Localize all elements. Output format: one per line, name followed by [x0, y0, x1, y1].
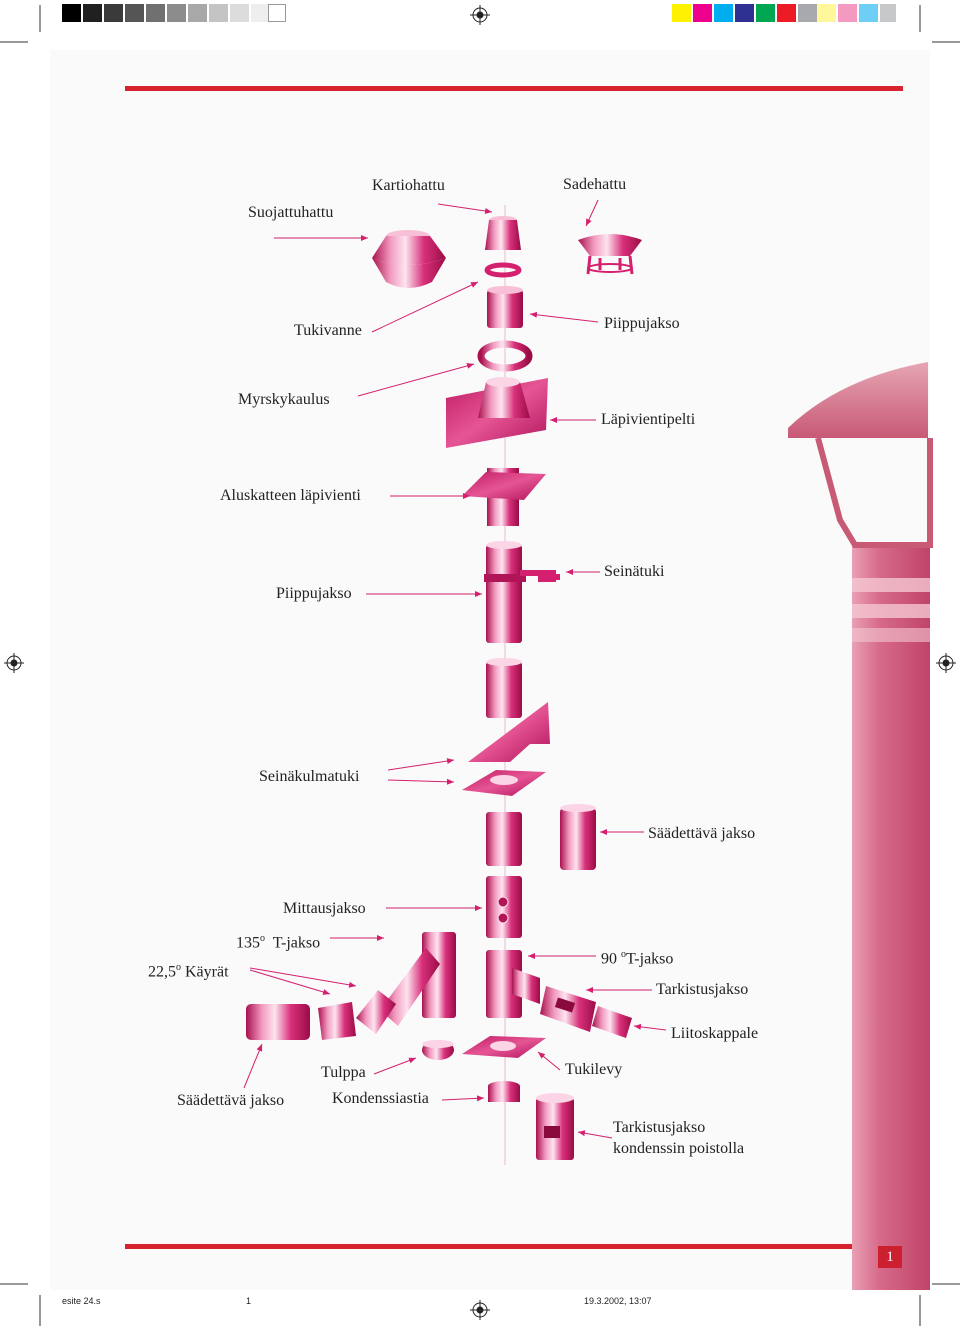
crop-marks: [0, 5, 960, 1326]
label-aluskatteen: Aluskatteen läpivienti: [220, 487, 361, 504]
leader-lines: [243, 199, 667, 1139]
tulppa-part: [422, 1040, 454, 1060]
bottom-rule: [125, 1244, 885, 1249]
label-liitoskappale: Liitoskappale: [671, 1025, 759, 1042]
registration-mark-icon: [470, 5, 490, 25]
piippujakso-top-part: [487, 290, 523, 328]
label-sadehattu: Sadehattu: [563, 176, 627, 193]
label-kondenssiastia: Kondenssiastia: [332, 1090, 429, 1107]
aluskatteen-part: [462, 468, 546, 526]
label-myrskykaulus: Myrskykaulus: [238, 391, 330, 408]
kartiohattu-part: [485, 216, 521, 250]
registration-mark-icon: [4, 653, 24, 673]
chimney-illustration: [788, 362, 933, 1290]
label-seinatuki: Seinätuki: [604, 563, 665, 580]
sadehattu-part: [578, 234, 642, 275]
footer-datetime: 19.3.2002, 13:07: [584, 1296, 652, 1306]
tarkistus-kondenssi-part: [536, 1093, 574, 1160]
piippujakso-mid-part: [484, 541, 526, 643]
t135-part: [380, 932, 456, 1026]
label-tukivanne: Tukivanne: [294, 322, 362, 339]
registration-mark-icon: [470, 1300, 490, 1320]
page-number: 1: [878, 1246, 902, 1268]
label-tarkistus-kondenssi-2: kondenssin poistolla: [613, 1140, 745, 1157]
label-tarkistusjakso: Tarkistusjakso: [656, 981, 749, 998]
label-suojattuhattu: Suojattuhattu: [248, 204, 334, 221]
footer-file: esite 24.s: [62, 1296, 101, 1306]
label-tukilevy: Tukilevy: [565, 1061, 623, 1078]
t90-part: [486, 950, 540, 1018]
label-lapivientipelti: Läpivientipelti: [601, 411, 696, 428]
piippujakso-bottom-part: [486, 812, 522, 866]
tukivanne-part: [477, 340, 533, 372]
liitoskappale-part: [592, 1006, 632, 1038]
label-tulppa: Tulppa: [321, 1064, 366, 1081]
kayrat-part: [356, 990, 396, 1034]
kondenssiastia-part: [488, 1081, 520, 1102]
kayrat-part-2: [318, 1002, 356, 1040]
seinatuki-part: [520, 570, 560, 582]
top-rule: [125, 86, 903, 91]
label-kayrat: 22,5o Käyrät: [148, 962, 229, 981]
label-saadettava-right: Säädettävä jakso: [648, 825, 756, 842]
footer-page: 1: [246, 1296, 252, 1306]
tukilevy-part: [462, 1036, 546, 1058]
mittausjakso-part: [486, 876, 522, 938]
suojattuhattu-part: [372, 230, 446, 288]
label-kartiohattu: Kartiohattu: [372, 177, 445, 194]
label-seinakulmatuki: Seinäkulmatuki: [259, 768, 360, 785]
saadettava-left-part: [246, 1004, 310, 1040]
piippujakso-lower-part: [486, 662, 522, 718]
label-t90: 90 oT-jakso: [601, 949, 674, 968]
label-piippujakso-top: Piippujakso: [604, 315, 680, 332]
label-tarkistus-kondenssi-1: Tarkistusjakso: [613, 1119, 706, 1136]
saadettava-right-part: [560, 808, 596, 870]
label-saadettava-left: Säädettävä jakso: [177, 1092, 285, 1109]
band-ring: [484, 262, 522, 278]
seinakulmatuki-part: [462, 702, 550, 796]
lapivientipelti-part: [446, 377, 548, 448]
tarkistusjakso-part: [540, 986, 596, 1032]
label-piippujakso-mid: Piippujakso: [276, 585, 352, 602]
label-mittausjakso: Mittausjakso: [283, 900, 366, 917]
label-t135: 135o T-jakso: [236, 933, 321, 952]
registration-mark-icon: [936, 653, 956, 673]
